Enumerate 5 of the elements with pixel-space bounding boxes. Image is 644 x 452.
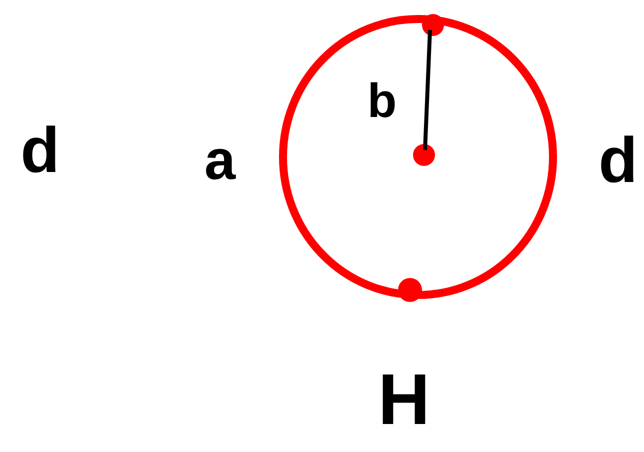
letter-label: b <box>367 78 397 126</box>
letter-label: d <box>20 118 60 182</box>
letter-label: a <box>204 132 236 188</box>
letter-label: H <box>378 364 430 436</box>
letter-label: d <box>598 128 638 192</box>
